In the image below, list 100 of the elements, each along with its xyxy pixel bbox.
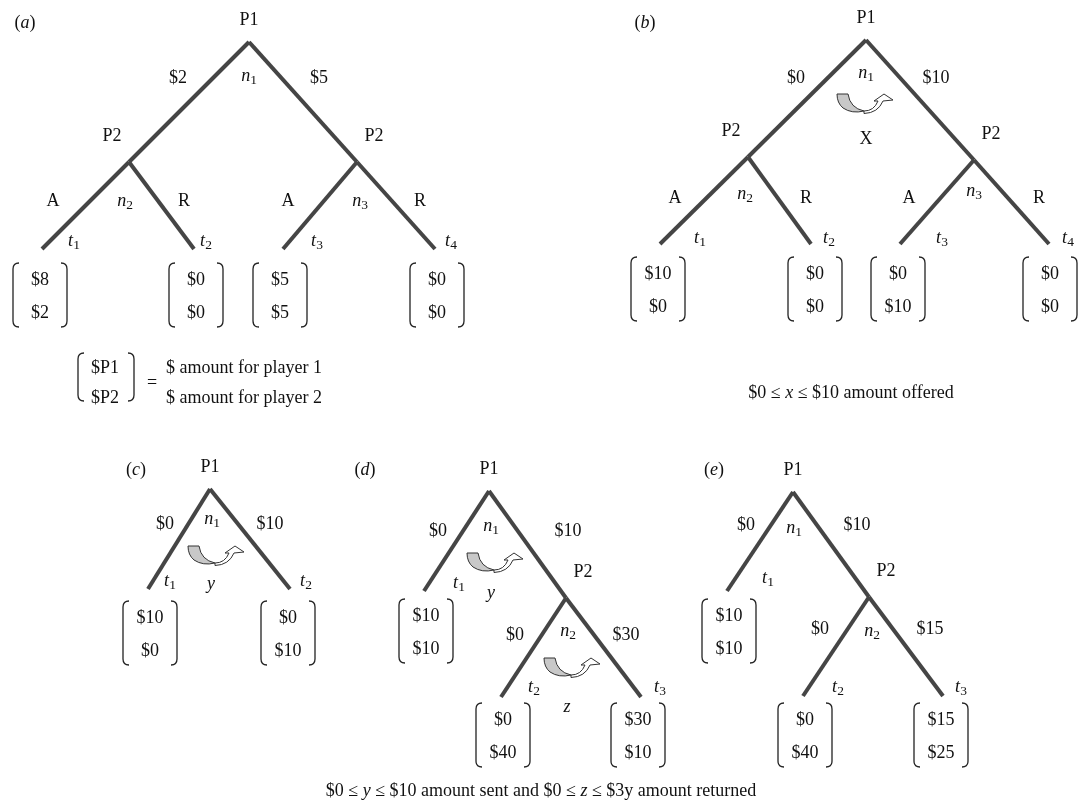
edge-label: $30 <box>612 625 640 643</box>
edge-label: A <box>902 188 916 206</box>
node-label: n$_{2}$ <box>864 621 880 639</box>
branch-line <box>972 158 1051 246</box>
node-label: n$_{2}$ <box>560 621 576 639</box>
edge-label: $0 <box>506 625 524 643</box>
payoff-value: $10 <box>274 640 302 659</box>
branch-line <box>127 40 251 164</box>
variable-label: z <box>563 697 571 715</box>
payoff-value: $0 <box>494 709 512 728</box>
node-label: t$_{2}$ <box>528 677 540 695</box>
payoff-value: $10 <box>644 263 672 282</box>
player-label: P2 <box>102 126 122 144</box>
payoff-value: $0 <box>428 302 446 321</box>
note-text: $0 ≤ y ≤ $10 amount sent and $0 ≤ z ≤ $3y amount returned <box>325 781 757 799</box>
edge-label: R <box>1033 188 1045 206</box>
payoff-value: $30 <box>624 709 652 728</box>
branch-line <box>746 38 868 159</box>
player-label: P2 <box>573 562 593 580</box>
branch-line <box>487 489 568 600</box>
node-label: n$_{1}$ <box>786 518 802 536</box>
player-label: P1 <box>239 10 259 28</box>
payoff-value: $0 <box>889 263 907 282</box>
edge-label: $0 <box>737 515 755 533</box>
edge-label: $10 <box>843 515 871 533</box>
edge-label: R <box>178 191 190 209</box>
node-label: t$_{4}$ <box>445 231 457 249</box>
node-label: t$_{3}$ <box>311 231 323 249</box>
player-label: P1 <box>783 460 803 478</box>
panel-label: (a) <box>14 13 36 31</box>
branch-line <box>864 38 976 162</box>
edge-label: $2 <box>169 68 187 86</box>
branch-line <box>40 160 131 251</box>
player-label: P2 <box>981 124 1001 142</box>
branch-line <box>725 490 795 593</box>
player-label: P2 <box>876 561 896 579</box>
branch-line <box>355 160 437 251</box>
note-text: $0 ≤ x ≤ $10 amount offered <box>748 383 954 401</box>
payoff-value: $0 <box>806 263 824 282</box>
legend-symbol: $P2 <box>91 388 119 406</box>
branch-line <box>564 596 643 699</box>
payoff-value: $0 <box>428 269 446 288</box>
node-label: n$_{3}$ <box>352 191 368 209</box>
edge-label: A <box>46 191 60 209</box>
payoff-value: $8 <box>31 269 49 288</box>
branch-line <box>208 487 292 591</box>
variable-label: X <box>859 129 873 147</box>
equals-sign: = <box>146 373 158 391</box>
payoff-value: $40 <box>489 742 517 761</box>
player-label: P2 <box>721 121 741 139</box>
payoff-value: $10 <box>715 605 743 624</box>
node-label: t$_{3}$ <box>936 228 948 246</box>
payoff-value: $40 <box>791 742 819 761</box>
payoff-value: $15 <box>927 709 955 728</box>
legend-symbol: $P1 <box>91 358 119 376</box>
payoff-value: $5 <box>271 302 289 321</box>
legend-text: $ amount for player 2 <box>166 388 322 406</box>
edge-label: $15 <box>916 619 944 637</box>
branch-line <box>146 487 212 591</box>
node-label: t$_{1}$ <box>694 228 706 246</box>
payoff-value: $0 <box>141 640 159 659</box>
node-label: t$_{1}$ <box>762 568 774 586</box>
player-label: P1 <box>479 459 499 477</box>
edge-label: $0 <box>787 68 805 86</box>
node-label: t$_{2}$ <box>200 231 212 249</box>
node-label: n$_{2}$ <box>737 184 753 202</box>
node-label: t$_{2}$ <box>832 677 844 695</box>
edge-label: A <box>281 191 295 209</box>
player-label: P1 <box>856 8 876 26</box>
edge-label: $10 <box>554 521 582 539</box>
node-label: n$_{3}$ <box>966 181 982 199</box>
node-label: t$_{1}$ <box>68 231 80 249</box>
payoff-value: $25 <box>927 742 955 761</box>
panel-label: (d) <box>354 460 376 478</box>
payoff-value: $0 <box>1041 296 1059 315</box>
player-label: P2 <box>364 126 384 144</box>
edge-label: R <box>414 191 426 209</box>
branch-line <box>658 155 750 246</box>
payoff-value: $10 <box>136 607 164 626</box>
payoff-value: $0 <box>649 296 667 315</box>
branch-line <box>499 596 568 699</box>
payoff-value: $5 <box>271 269 289 288</box>
payoff-value: $10 <box>412 638 440 657</box>
payoff-value: $10 <box>715 638 743 657</box>
payoff-value: $2 <box>31 302 49 321</box>
edge-label: $0 <box>156 514 174 532</box>
variable-label: y <box>207 574 215 592</box>
edge-label: $10 <box>922 68 950 86</box>
branch-line <box>801 595 871 698</box>
panel-label: (b) <box>634 13 656 31</box>
branch-line <box>422 489 491 593</box>
edge-label: R <box>800 188 812 206</box>
node-label: t$_{3}$ <box>955 677 967 695</box>
branch-line <box>898 158 976 246</box>
variable-label: y <box>487 583 495 601</box>
node-label: n$_{1}$ <box>483 516 499 534</box>
node-label: t$_{3}$ <box>654 677 666 695</box>
node-label: t$_{1}$ <box>164 571 176 589</box>
edge-label: $0 <box>811 619 829 637</box>
payoff-value: $0 <box>806 296 824 315</box>
